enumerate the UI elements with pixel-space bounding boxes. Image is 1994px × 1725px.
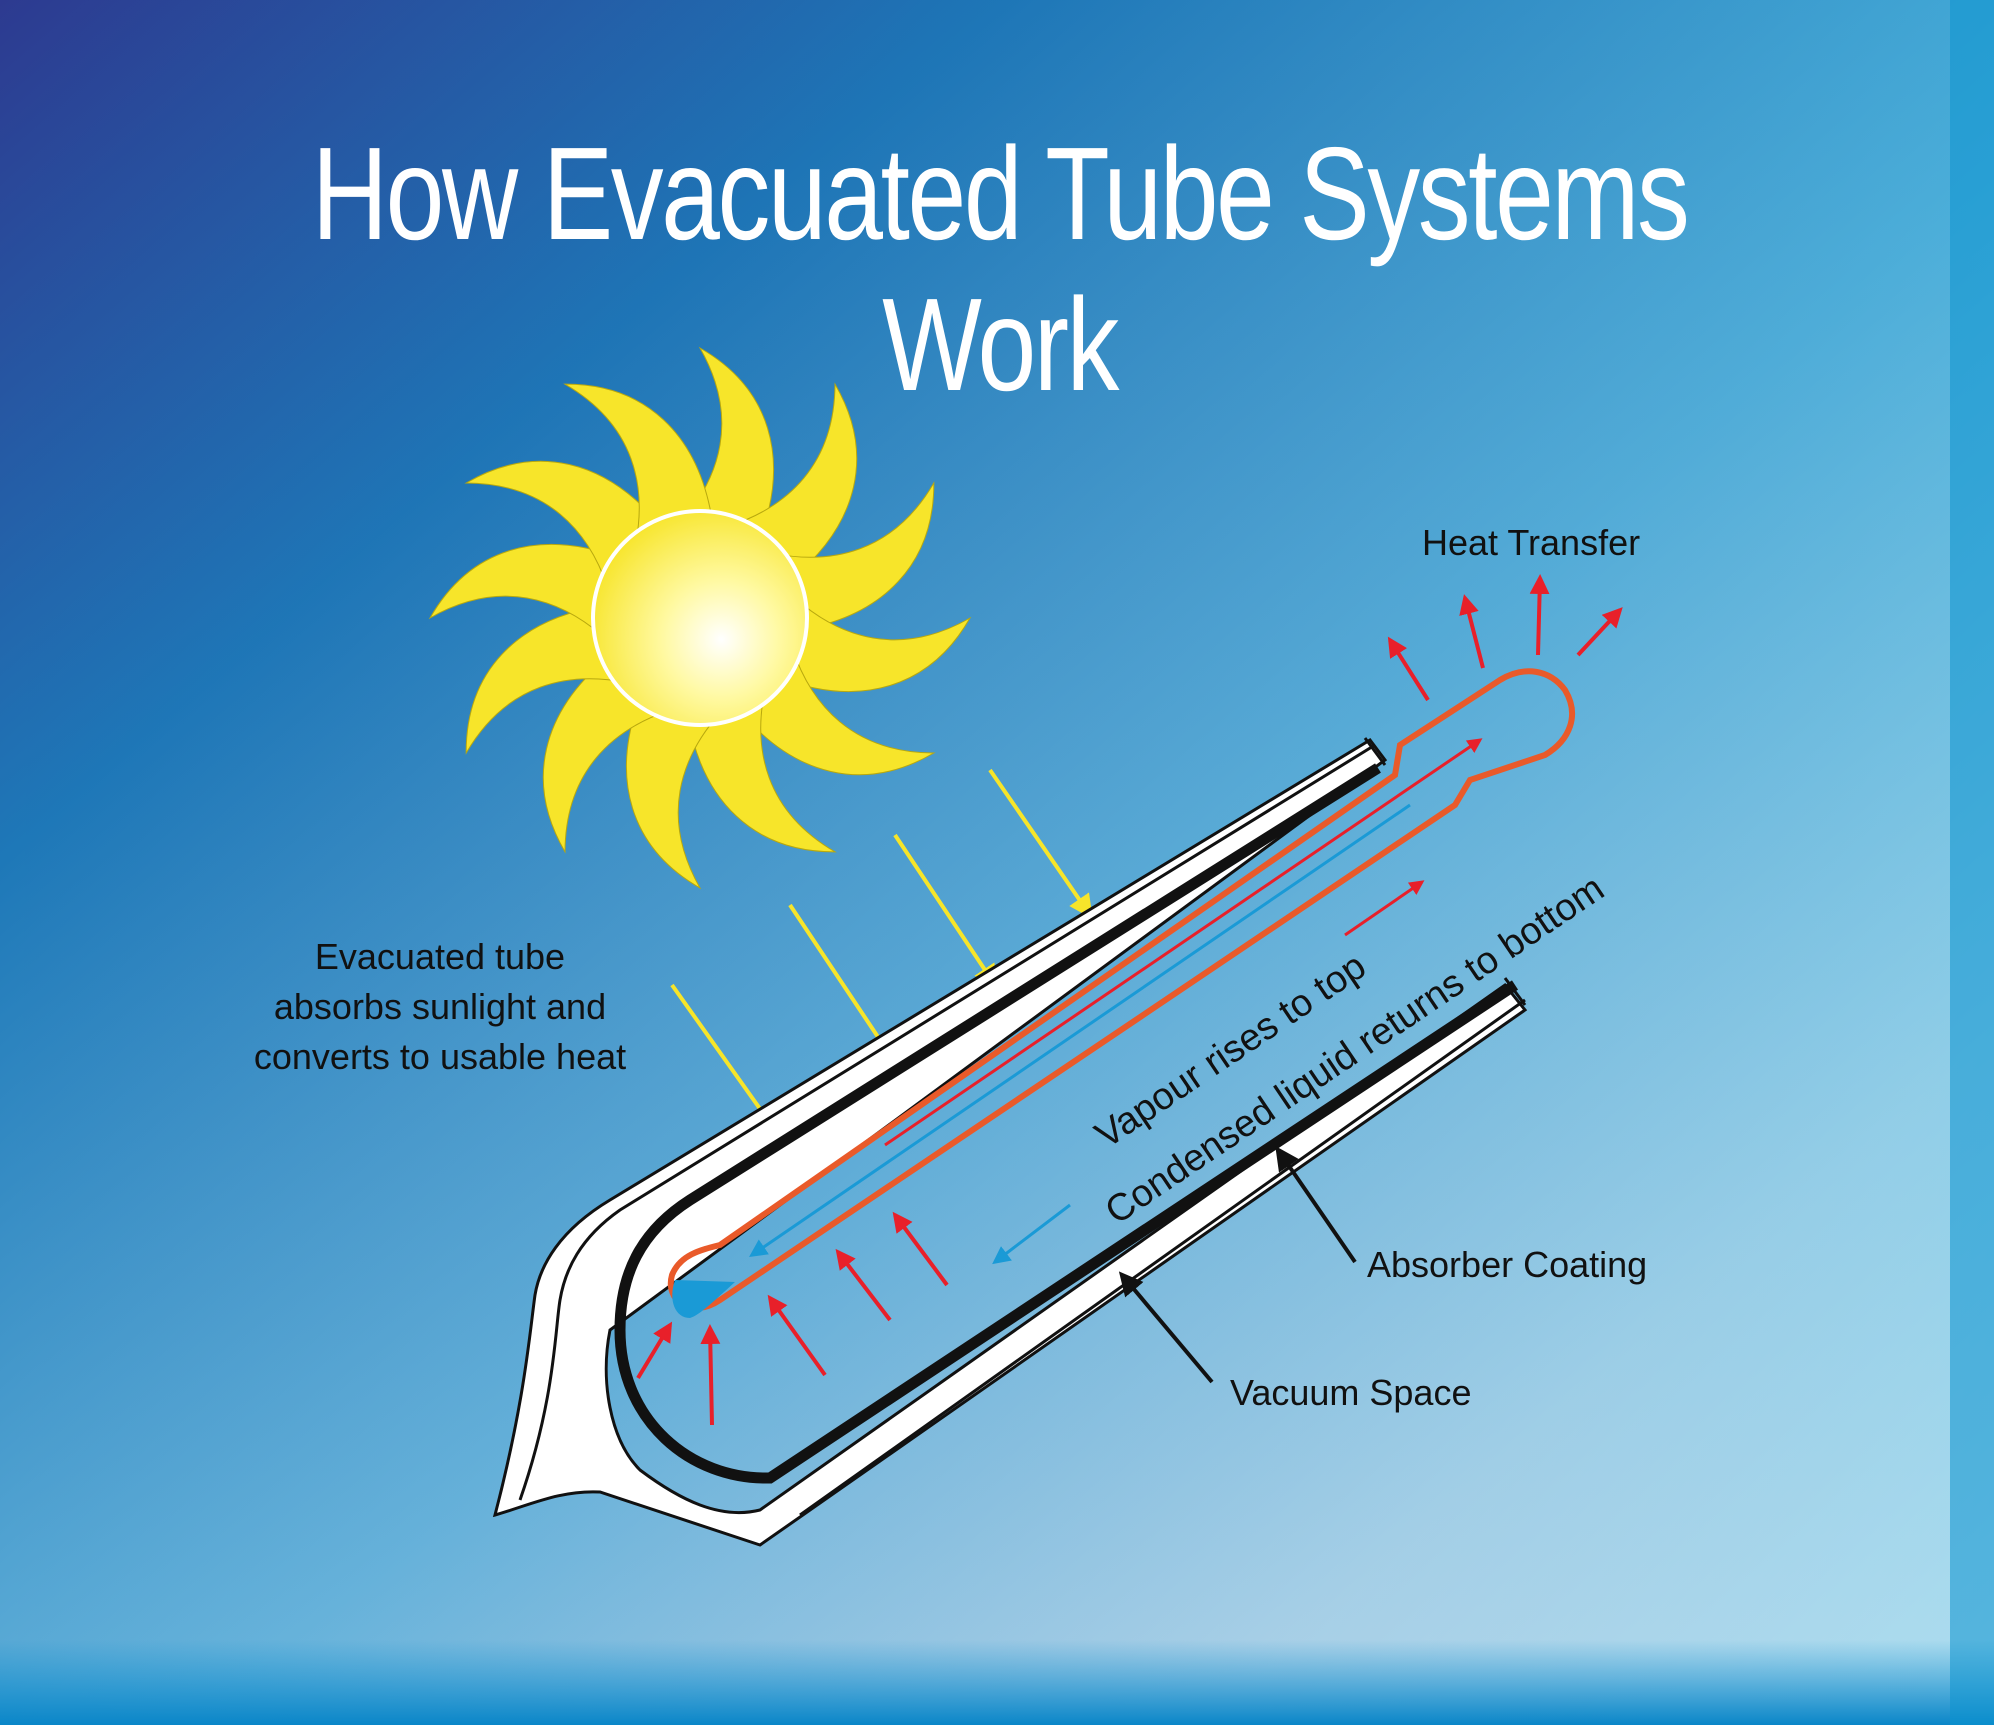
evacuated-tube-label-line: converts to usable heat [253, 1036, 627, 1077]
vacuum-space-label: Vacuum Space [1230, 1372, 1472, 1413]
vapour-arrow [1344, 880, 1425, 937]
heat-arrow [636, 1321, 673, 1380]
sunlight-arrow [788, 903, 893, 1059]
evacuated-tube-label: Evacuated tube absorbs sunlight and conv… [250, 932, 630, 1082]
condensate-flow-line [749, 803, 1411, 1258]
absorber-tube [614, 763, 1519, 1484]
page-title: How Evacuated Tube Systems Work [311, 120, 1690, 418]
heat-transfer-arrows [1387, 574, 1623, 702]
sunlight-arrow [670, 983, 778, 1134]
tube-bottom-cap [1503, 977, 1527, 1006]
absorber-pointer [1275, 1146, 1357, 1264]
heat-transfer-arrow [1576, 607, 1623, 657]
condensate-arrow [992, 1203, 1071, 1265]
glass-tube-outer-line [518, 743, 1376, 1501]
condensate-pool [672, 1280, 735, 1318]
heat-arrow [835, 1248, 892, 1322]
heat-pipe [667, 668, 1576, 1318]
bottom-band [0, 1640, 1994, 1725]
evacuated-tube-label-line: absorbs sunlight and [273, 986, 607, 1027]
evacuated-tube-label-line: Evacuated tube [314, 936, 566, 977]
heat-transfer-arrow [1459, 594, 1485, 669]
heat-transfer-label: Heat Transfer [1422, 522, 1641, 563]
sunlight-arrows [670, 768, 1093, 1134]
absorber-coating-label: Absorber Coating [1367, 1244, 1648, 1285]
internal-heat-arrows [636, 1211, 949, 1426]
evacuated-tube [492, 737, 1528, 1547]
sun-icon [428, 346, 972, 890]
heat-transfer-arrow [1529, 574, 1550, 656]
sunlight-arrow [893, 833, 998, 989]
outer-glass-tube [492, 738, 1528, 1547]
tube-top-cap [1363, 737, 1387, 766]
heat-arrow [767, 1294, 827, 1377]
heat-arrow [700, 1324, 721, 1426]
vacuum-pointer [1118, 1271, 1214, 1384]
vacuum-line [799, 998, 1526, 1517]
right-band [1950, 0, 1994, 1725]
heat-arrow [892, 1211, 949, 1287]
sunlight-arrow [988, 768, 1093, 919]
heat-transfer-arrow [1387, 636, 1430, 702]
vapour-flow-line [884, 738, 1483, 1147]
heat-pipe-outline [667, 668, 1576, 1312]
